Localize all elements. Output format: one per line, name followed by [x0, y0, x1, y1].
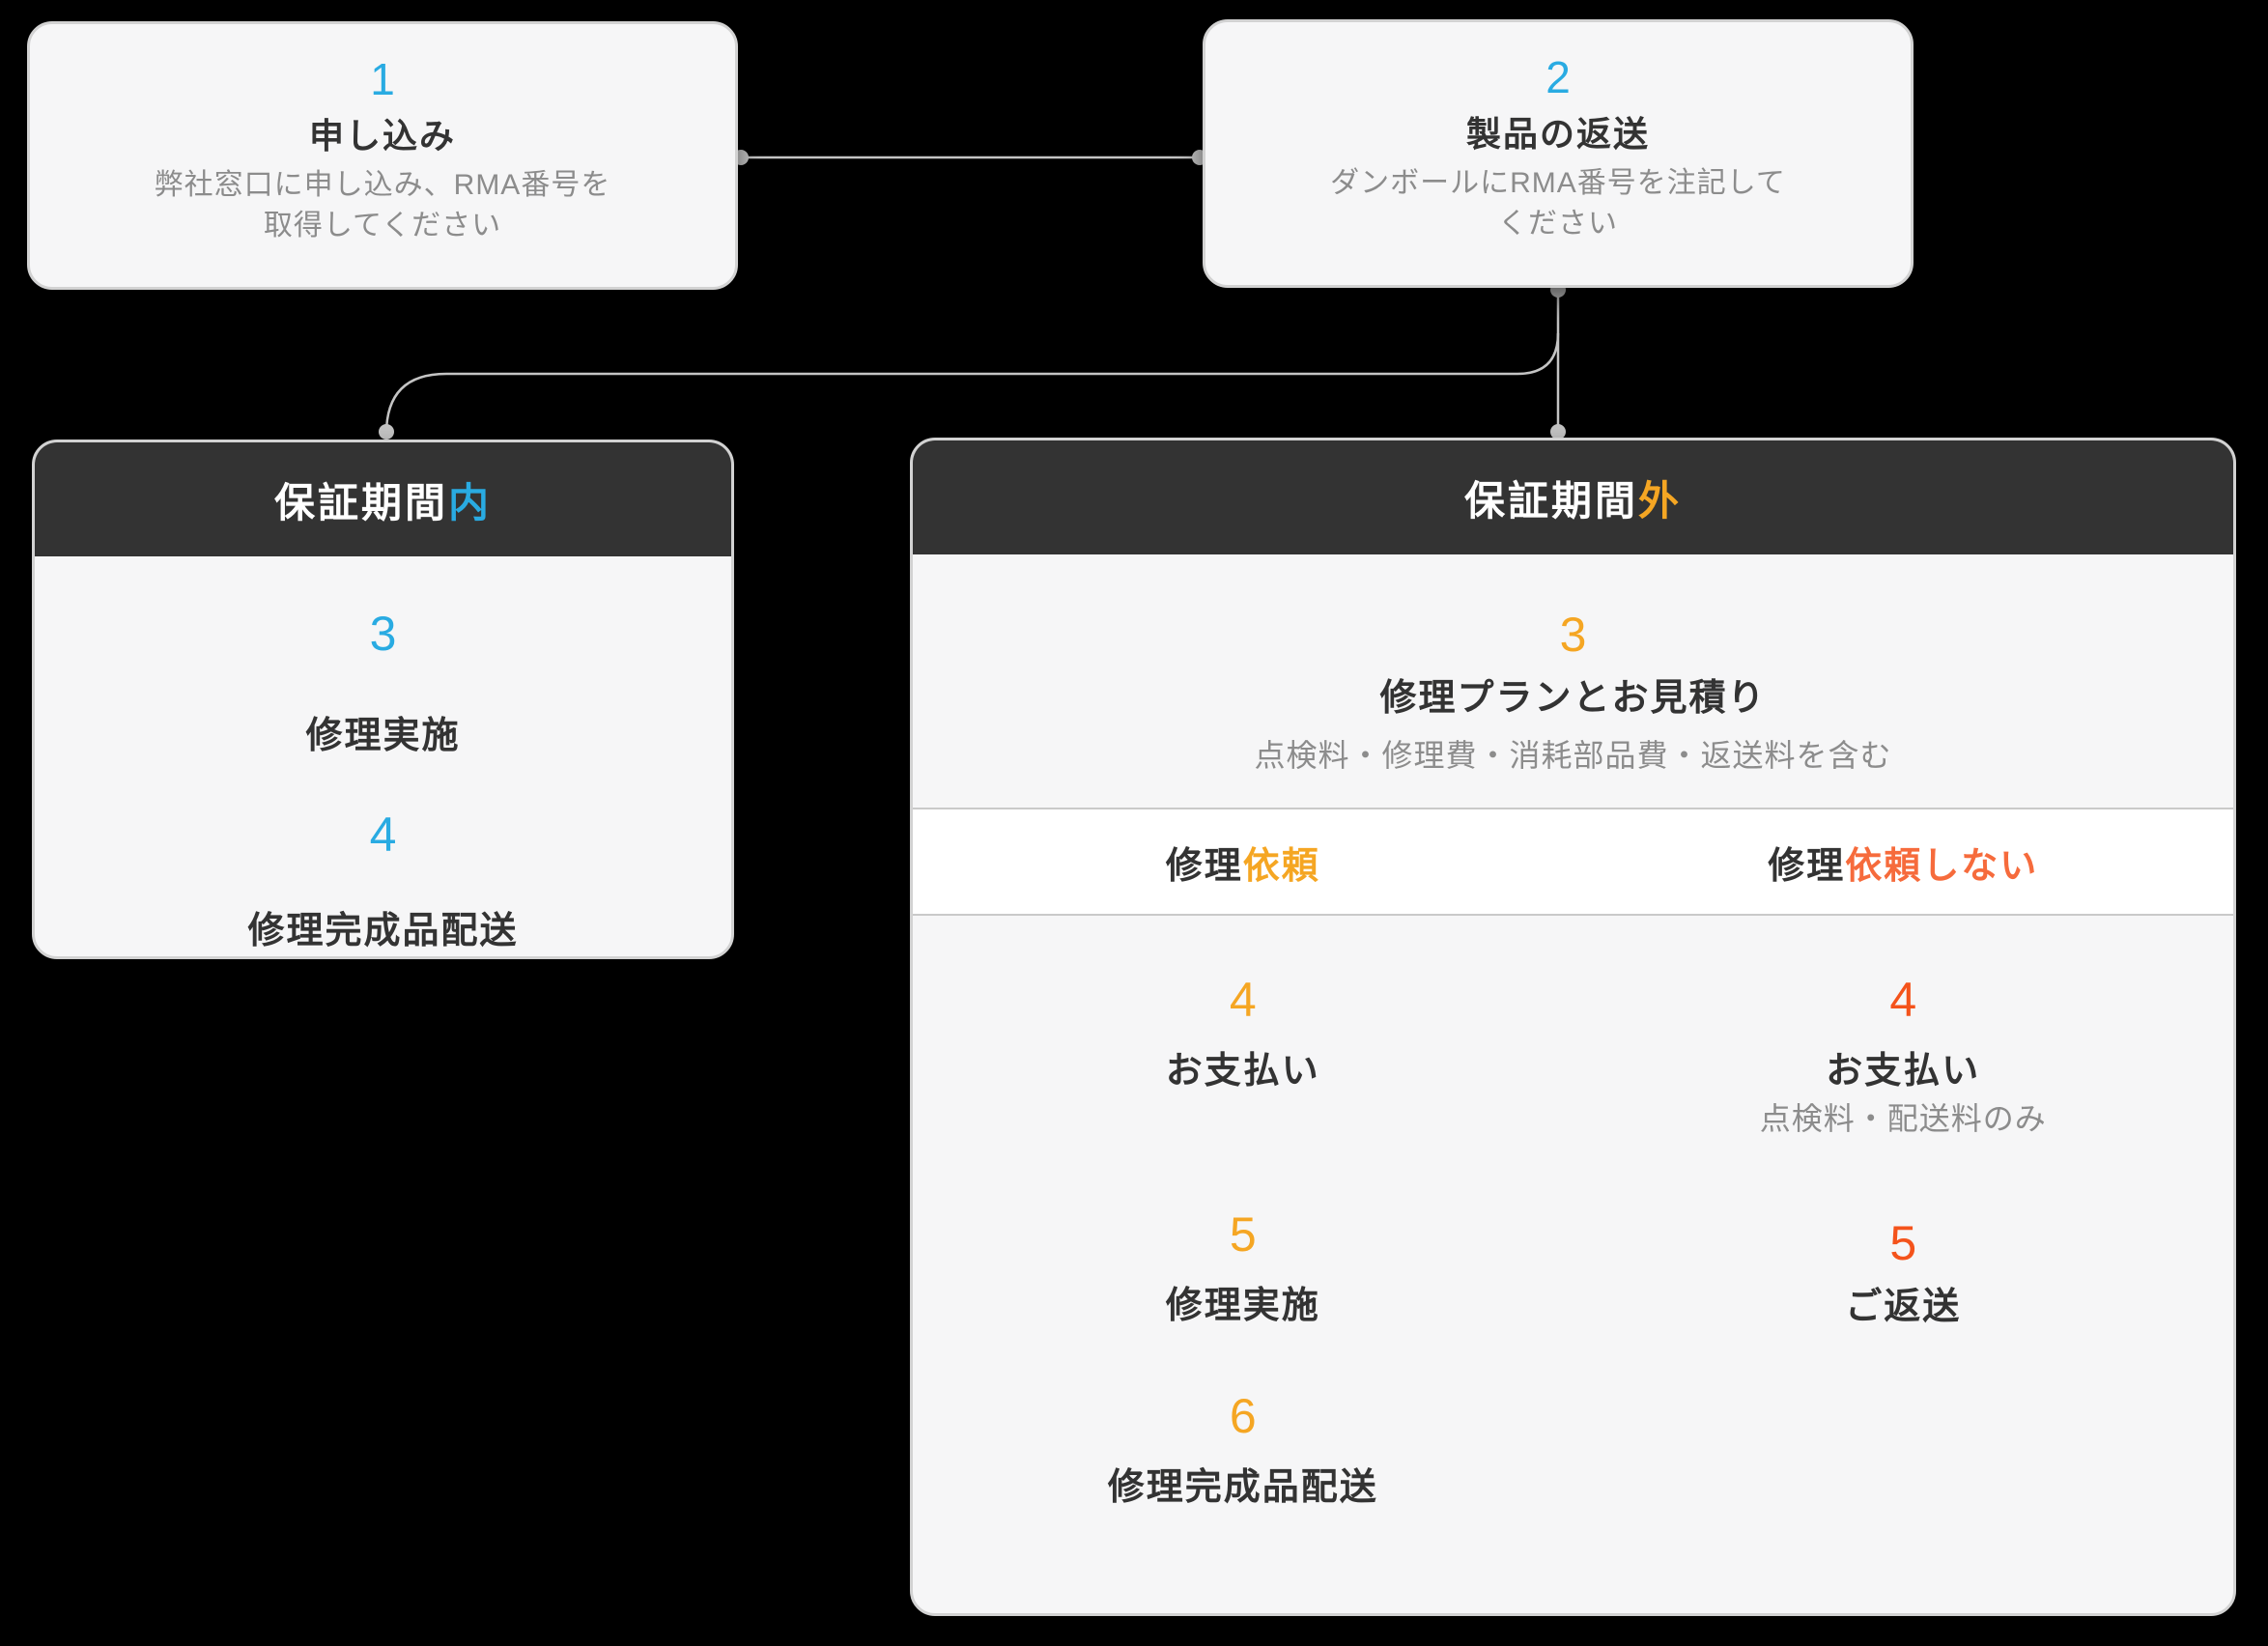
connector-step2-inwarranty	[384, 332, 1560, 435]
step-number: 4	[1229, 973, 1257, 1027]
step-title: 修理実施	[305, 716, 461, 756]
step-number: 3	[369, 607, 397, 661]
label-text: 修理	[1165, 845, 1243, 887]
in-warranty-header: 保証期間内	[35, 442, 731, 556]
step-title: お支払い	[1165, 1051, 1320, 1092]
step-title: ご返送	[1845, 1287, 1962, 1327]
out-warranty-header: 保証期間外	[913, 440, 2233, 554]
connector-dot	[1550, 424, 1566, 440]
repair-branch-label: 修理依頼	[913, 809, 1573, 914]
header-highlight: 内	[448, 479, 493, 525]
step-title: 修理実施	[1165, 1286, 1320, 1326]
no-repair-branch-column: 4 お支払い 点検料・配送料のみ 5 ご返送	[1573, 916, 2234, 1506]
step-number: 5	[1889, 1216, 1917, 1270]
step1-card: 1 申し込み 弊社窓口に申し込み、RMA番号を 取得してください	[27, 21, 738, 290]
step-description: ダンボールにRMA番号を注記して ください	[1330, 167, 1786, 240]
no-repair-branch-label: 修理依頼しない	[1573, 809, 2234, 914]
step-number: 2	[1545, 52, 1571, 102]
step-number: 6	[1229, 1389, 1257, 1443]
in-warranty-panel: 保証期間内 3 修理実施 4 修理完成品配送	[32, 440, 734, 959]
label-text: 修理	[1768, 845, 1846, 887]
out-warranty-panel: 保証期間外 3 修理プランとお見積り 点検料・修理費・消耗部品費・返送料を含む …	[910, 438, 2236, 1616]
header-text: 保証期間	[1463, 477, 1638, 524]
step-number: 5	[1229, 1207, 1257, 1262]
step-title: 修理完成品配送	[247, 911, 519, 951]
label-highlight: 依頼しない	[1845, 845, 2039, 887]
step-number: 1	[370, 54, 395, 104]
step-title: 申し込み	[308, 116, 456, 156]
step-number: 4	[369, 808, 397, 862]
step-title: 修理プランとお見積り	[1379, 678, 1767, 719]
header-text: 保証期間	[273, 479, 448, 525]
branch-columns: 4 お支払い 5 修理実施 6 修理完成品配送 4 お支払い 点検料・配送料のみ…	[913, 916, 2233, 1506]
header-highlight: 外	[1638, 477, 1683, 524]
step-title: 修理完成品配送	[1107, 1467, 1378, 1508]
repair-branch-column: 4 お支払い 5 修理実施 6 修理完成品配送	[913, 916, 1573, 1506]
step-description: 弊社窓口に申し込み、RMA番号を 取得してください	[154, 169, 611, 241]
step-number: 4	[1889, 973, 1917, 1027]
step2-card: 2 製品の返送 ダンボールにRMA番号を注記して ください	[1203, 19, 1914, 288]
step-title: お支払い	[1826, 1051, 1981, 1092]
step-description: 点検料・修理費・消耗部品費・返送料を含む	[1254, 738, 1892, 773]
step-description: 点検料・配送料のみ	[1759, 1101, 2047, 1136]
label-highlight: 依頼	[1242, 845, 1320, 887]
step-number: 3	[1559, 608, 1587, 662]
branch-label-band: 修理依頼 修理依頼しない	[913, 808, 2233, 916]
connector-dot	[379, 424, 394, 440]
step-title: 製品の返送	[1465, 114, 1650, 154]
